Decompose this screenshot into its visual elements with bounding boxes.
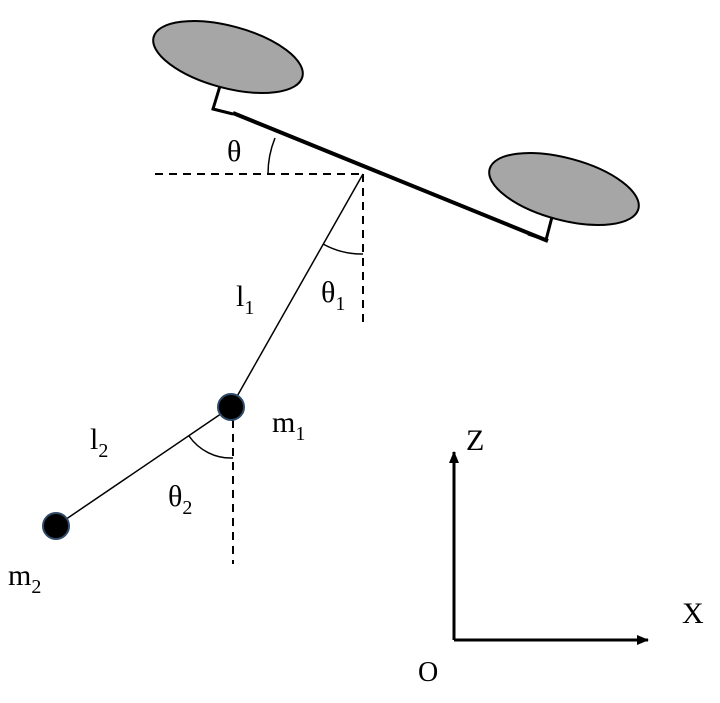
theta2-label: θ2 (168, 480, 192, 519)
m1-label: m1 (272, 406, 305, 445)
left-rotor (152, 20, 304, 116)
mass-1-icon (217, 393, 245, 421)
mass-2-icon (42, 512, 70, 540)
quadrotor-body-bar (232, 111, 549, 243)
right-rotor-disc (488, 152, 640, 226)
l1-label: l1 (236, 280, 254, 319)
theta2-arc (188, 435, 234, 459)
link-2 (55, 406, 232, 527)
theta1-arc (322, 243, 364, 255)
z-axis-label: Z (466, 424, 484, 457)
l2-label: l2 (90, 423, 108, 462)
m2-label: m2 (8, 559, 41, 598)
x-axis-label: X (682, 597, 704, 630)
left-rotor-mount (211, 85, 234, 116)
theta-label: θ (227, 135, 241, 168)
theta-arc (267, 137, 276, 175)
origin-label: O (418, 657, 438, 688)
left-rotor-disc (152, 20, 304, 94)
link-1 (230, 173, 364, 408)
theta1-label: θ1 (321, 276, 345, 315)
